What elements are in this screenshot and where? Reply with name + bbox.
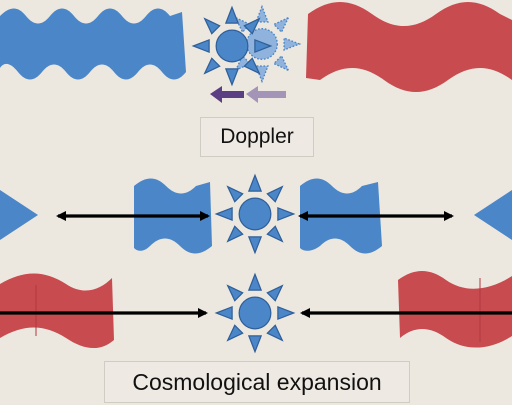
redshifted-wave-left <box>0 273 114 349</box>
redshifted-wave-right <box>398 271 512 348</box>
sun-icon <box>192 6 272 86</box>
observer-left-icon <box>0 190 38 240</box>
motion-arrow-ghost-icon <box>246 86 286 103</box>
cosmological-expansion-label: Cosmological expansion <box>104 361 410 403</box>
blueshifted-wave-packet <box>0 8 186 80</box>
cosmological-row <box>0 271 512 353</box>
observer-right-icon <box>474 190 512 240</box>
redshifted-wave-packet <box>306 2 512 92</box>
doppler-label: Doppler <box>200 117 314 157</box>
doppler-panel <box>0 2 512 103</box>
blueshift-row <box>0 174 512 254</box>
sun-icon <box>215 174 295 254</box>
sun-icon <box>215 273 295 353</box>
motion-arrow-icon <box>210 86 244 103</box>
